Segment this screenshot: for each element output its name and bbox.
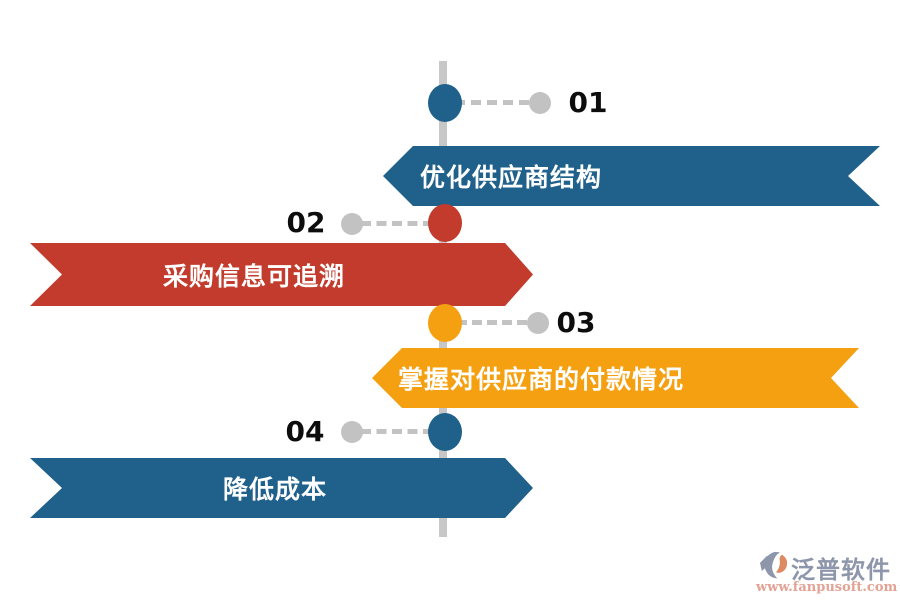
banner-ribbon-03: 掌握对供应商的付款情况 xyxy=(372,348,859,408)
step-number-02: 02 xyxy=(286,206,326,239)
step-number-04: 04 xyxy=(285,415,325,448)
connector-dot-04 xyxy=(341,421,363,443)
timeline-node-01 xyxy=(428,84,462,122)
timeline-node-04 xyxy=(428,413,462,451)
connector-dashes-03 xyxy=(457,320,527,325)
banner-label-03: 掌握对供应商的付款情况 xyxy=(398,365,685,394)
step-number-03: 03 xyxy=(556,306,596,339)
connector-dashes-04 xyxy=(361,429,433,434)
banner-label-04: 降低成本 xyxy=(223,475,328,504)
banner-label-01: 优化供应商结构 xyxy=(420,163,603,192)
connector-dashes-02 xyxy=(361,221,433,226)
banner-ribbon-01: 优化供应商结构 xyxy=(383,146,880,206)
banner-ribbon-04: 降低成本 xyxy=(30,458,533,518)
website-url: www.fanpusoft.com xyxy=(756,580,898,595)
fanpu-logo-icon xyxy=(760,551,788,579)
banner-label-02: 采购信息可追溯 xyxy=(163,261,346,291)
connector-dot-02 xyxy=(341,213,363,235)
connector-dot-03 xyxy=(527,312,549,334)
timeline-node-02 xyxy=(428,204,462,242)
watermark: 泛普软件 www.fanpusoft.com xyxy=(756,549,898,597)
timeline-node-03 xyxy=(428,304,462,342)
step-number-01: 01 xyxy=(568,86,608,119)
connector-dashes-01 xyxy=(455,100,529,105)
connector-dot-01 xyxy=(529,92,551,114)
brand-name: 泛普软件 xyxy=(791,556,891,584)
banner-ribbon-02: 采购信息可追溯 xyxy=(30,243,533,306)
